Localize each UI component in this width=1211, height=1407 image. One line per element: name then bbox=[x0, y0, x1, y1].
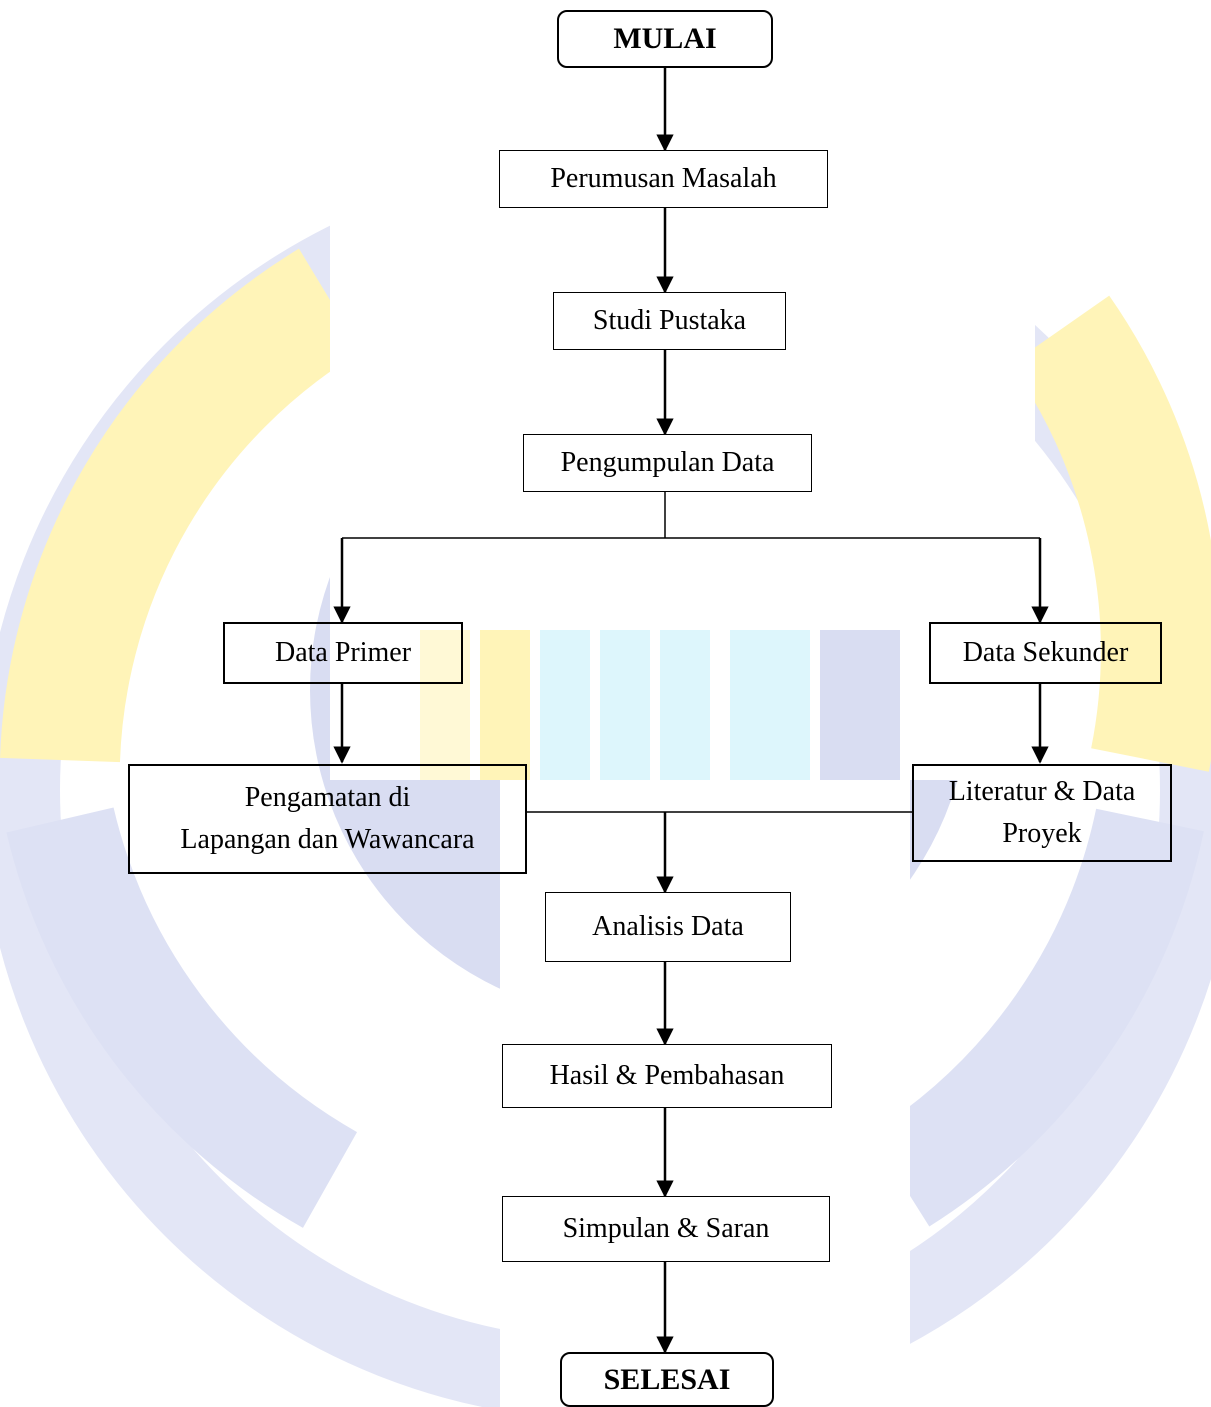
start-label: MULAI bbox=[613, 22, 717, 55]
watermark-stripe bbox=[820, 630, 900, 780]
process-hasil-pembahasan: Hasil & Pembahasan bbox=[502, 1044, 832, 1108]
process-label: Data Sekunder bbox=[962, 637, 1129, 668]
process-studi-pustaka: Studi Pustaka bbox=[553, 292, 786, 350]
process-label: Studi Pustaka bbox=[592, 305, 747, 336]
process-data-sekunder: Data Sekunder bbox=[929, 622, 1162, 684]
process-label: Pengumpulan Data bbox=[560, 447, 775, 478]
process-label-line2: Lapangan dan Wawancara bbox=[180, 824, 475, 855]
watermark-stripe bbox=[600, 630, 650, 780]
process-label: Hasil & Pembahasan bbox=[549, 1060, 785, 1091]
watermark-yellow-arc-right bbox=[1010, 295, 1211, 772]
end-label: SELESAI bbox=[603, 1362, 731, 1396]
process-simpulan-saran: Simpulan & Saran bbox=[502, 1196, 830, 1262]
watermark-blue-arc-right bbox=[870, 808, 1204, 1227]
process-label: Data Primer bbox=[274, 637, 412, 668]
process-label: Perumusan Masalah bbox=[550, 163, 777, 194]
process-analisis-data: Analisis Data bbox=[545, 892, 791, 962]
process-pengumpulan-data: Pengumpulan Data bbox=[523, 434, 812, 492]
process-label-line1: Pengamatan di bbox=[244, 782, 411, 813]
watermark-yellow-arc-left bbox=[0, 248, 362, 763]
process-label: Analisis Data bbox=[592, 911, 744, 942]
watermark-stripe bbox=[660, 630, 710, 780]
watermark-stripe bbox=[730, 630, 810, 780]
process-label: Simpulan & Saran bbox=[562, 1213, 770, 1244]
process-data-primer: Data Primer bbox=[223, 622, 463, 684]
watermark-stripe bbox=[480, 630, 530, 780]
process-label-line2: Proyek bbox=[1002, 818, 1082, 849]
process-literatur-data-proyek: Literatur & Data Proyek bbox=[912, 764, 1172, 862]
process-perumusan-masalah: Perumusan Masalah bbox=[499, 150, 828, 208]
watermark-stripe bbox=[540, 630, 590, 780]
start-node: MULAI bbox=[557, 10, 773, 68]
process-pengamatan-lapangan: Pengamatan di Lapangan dan Wawancara bbox=[128, 764, 527, 874]
watermark-blue-arc-left bbox=[6, 806, 358, 1228]
end-node: SELESAI bbox=[560, 1352, 774, 1407]
process-label-line1: Literatur & Data bbox=[948, 776, 1136, 807]
